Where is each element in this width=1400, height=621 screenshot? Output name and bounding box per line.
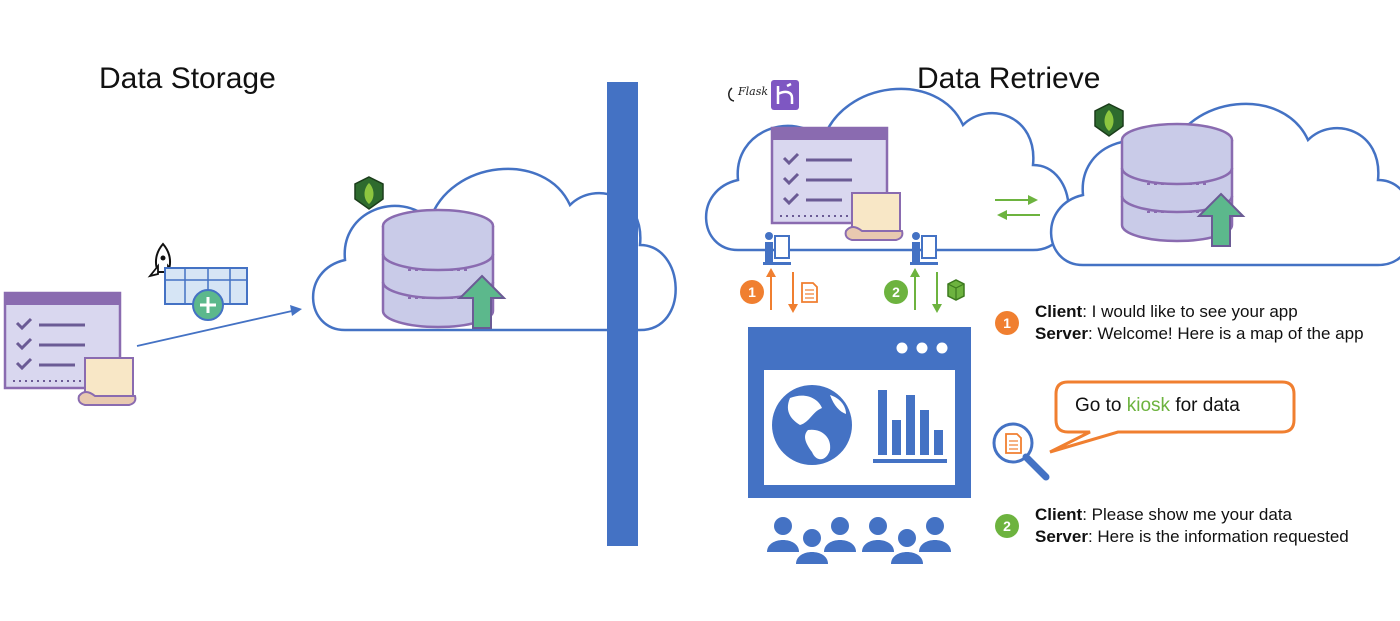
section-divider — [607, 82, 638, 546]
data-storage-title: Data Storage — [99, 62, 276, 95]
mongodb-leaf-icon — [354, 176, 384, 210]
message-2: Client: Please show me your data Server:… — [1035, 504, 1349, 548]
magnifier-icon — [992, 422, 1050, 481]
message-1-client-line: Client: I would like to see your app — [1035, 302, 1298, 321]
message-badge-1: 1 — [995, 311, 1019, 335]
server-webapp-icon — [770, 126, 904, 242]
svg-text:1: 1 — [748, 284, 756, 300]
svg-text:1: 1 — [1003, 315, 1011, 331]
flask-label: Flask — [738, 85, 769, 98]
mongodb-leaf-icon — [1094, 103, 1124, 137]
client-webapp-icon — [3, 291, 137, 407]
request-1-arrows — [766, 268, 798, 313]
data-retrieve-title: Data Retrieve — [917, 62, 1101, 95]
flask-logo-icon — [728, 87, 735, 102]
add-icon — [192, 289, 224, 321]
message-1: Client: I would like to see your app Ser… — [1035, 301, 1364, 345]
kiosk-highlight: kiosk — [1126, 395, 1171, 416]
message-2-client-line: Client: Please show me your data — [1035, 505, 1293, 524]
bubble-text: Go to kiosk for data — [1075, 395, 1240, 416]
users-icon — [767, 517, 951, 564]
message-badge-2: 2 — [995, 514, 1019, 538]
upload-connector — [136, 305, 302, 347]
badge-1: 1 — [740, 280, 764, 304]
sync-arrows — [995, 195, 1040, 220]
svg-text:2: 2 — [892, 284, 900, 300]
bar-chart-icon — [873, 390, 947, 463]
message-2-server-line: Server: Here is the information requeste… — [1035, 527, 1349, 546]
kiosk-icon — [762, 231, 792, 266]
globe-icon — [772, 385, 852, 465]
package-icon — [947, 279, 965, 301]
badge-2: 2 — [884, 280, 908, 304]
heroku-logo-icon — [771, 80, 799, 110]
document-icon — [801, 282, 818, 303]
request-2-arrows — [910, 268, 942, 313]
svg-text:2: 2 — [1003, 518, 1011, 534]
speech-bubble — [1049, 380, 1296, 454]
message-1-server-line: Server: Welcome! Here is a map of the ap… — [1035, 324, 1364, 343]
kiosk-icon — [909, 231, 939, 266]
